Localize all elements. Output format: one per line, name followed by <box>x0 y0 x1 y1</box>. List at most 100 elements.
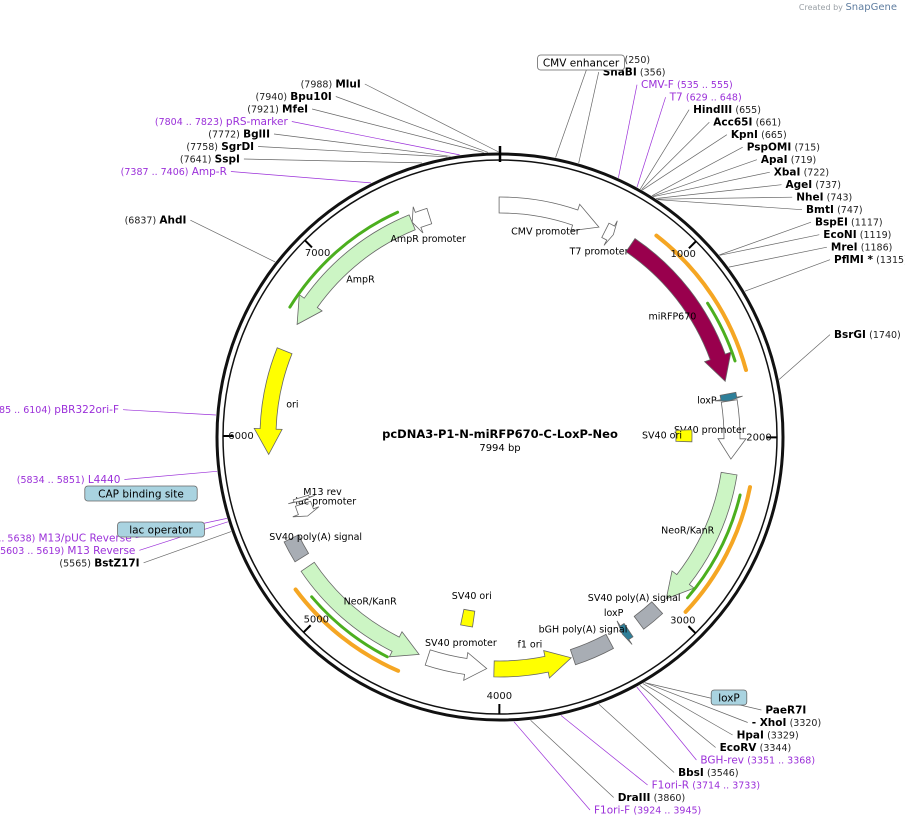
leader-line <box>258 146 448 158</box>
leader-line <box>639 685 716 748</box>
outer-arc-layer <box>288 210 752 673</box>
primer-site-label: (6085 .. 6104) pBR322ori-F <box>0 404 119 416</box>
enzyme-site-label: DraIII (3860) <box>618 792 685 804</box>
enzyme-name: SgrDI <box>221 141 254 153</box>
feature-t7-promoter <box>601 220 618 246</box>
primer-name: pBR322ori-F <box>54 404 119 416</box>
leader-line <box>657 199 803 211</box>
enzyme-site-label: (7641) SspI <box>180 154 240 166</box>
enzyme-site-label: XbaI (722) <box>774 167 829 179</box>
primer-name: T7 <box>669 92 683 104</box>
feature-label: loxP <box>697 396 717 407</box>
enzyme-site-label: BbsI (3546) <box>678 767 738 779</box>
enzyme-site-label: MreI (1186) <box>831 242 892 254</box>
feature-label: f1 ori <box>518 639 543 650</box>
enzyme-site-label: AgeI (737) <box>786 179 841 191</box>
feature-bgh-poly-a-signal <box>569 633 615 666</box>
tick-label: 4000 <box>487 691 512 702</box>
feature-label: AmpR <box>346 275 375 286</box>
enzyme-name: PflMI * <box>834 254 873 266</box>
leader-line <box>636 686 697 761</box>
feature-ampr-promoter <box>411 206 433 234</box>
primer-site-label: F1ori-R (3714 .. 3733) <box>652 780 761 792</box>
enzyme-name: - XhoI <box>752 717 787 729</box>
feature-sv40-promoter <box>717 399 747 460</box>
leader-line <box>230 171 371 184</box>
enzyme-site-label: (7772) BglII <box>208 129 270 141</box>
feature-neor-kanr <box>665 471 738 600</box>
enzyme-coord: (3329) <box>767 731 799 742</box>
leader-line <box>719 221 812 256</box>
boxed-label: CAP binding site <box>98 489 184 501</box>
enzyme-site-label: (6837) AhdI <box>125 215 187 227</box>
enzyme-name: AhdI <box>159 215 186 227</box>
enzyme-site-label: PspOMI (715) <box>747 142 820 154</box>
enzyme-name: EcoNI <box>823 229 856 241</box>
primer-site-label: T7 (629 .. 648) <box>669 92 742 104</box>
enzyme-coord: (665) <box>761 130 787 141</box>
primer-coord: (3924 .. 3945) <box>633 806 701 817</box>
enzyme-name: SspI <box>215 154 240 166</box>
boxed-label: CMV enhancer <box>543 58 620 70</box>
tick-mark <box>688 240 697 250</box>
tick-label: 1000 <box>670 249 695 260</box>
enzyme-coord: (356) <box>640 68 666 79</box>
primer-name: L4440 <box>88 474 121 486</box>
feature-label: CMV promoter <box>511 227 580 238</box>
boxed-label: lac operator <box>129 525 193 537</box>
enzyme-name: AgeI <box>786 179 813 191</box>
leader-line <box>578 72 600 164</box>
enzyme-site-label: (7940) Bpu10I <box>256 91 332 103</box>
enzyme-site-label: ApaI (719) <box>761 154 816 166</box>
feature-label: SV40 poly(A) signal <box>588 593 681 604</box>
enzyme-coord: (655) <box>735 105 761 116</box>
feature-loxp <box>616 620 634 645</box>
leader-line <box>555 59 591 158</box>
feature-loxp <box>714 391 743 402</box>
enzyme-site-label: KpnI (665) <box>731 129 787 141</box>
feature-ampr <box>296 214 416 326</box>
enzyme-name: EcoRV <box>720 742 758 754</box>
enzyme-coord: (715) <box>794 143 820 154</box>
primer-site-label: F1ori-F (3924 .. 3945) <box>594 805 701 817</box>
outer-arc-green <box>706 301 737 363</box>
feature-mirfp670 <box>625 238 732 383</box>
enzyme-coord: (7758) <box>186 142 218 153</box>
primer-name: F1ori-R <box>652 780 689 792</box>
tick-label: 5000 <box>304 615 329 626</box>
feature-label: SV40 ori <box>452 591 492 602</box>
outer-arc-green <box>310 595 389 659</box>
feature-label: bGH poly(A) signal <box>539 624 628 635</box>
enzyme-name: BstZ17I <box>94 557 139 569</box>
primer-site-label: CMV-F (535 .. 555) <box>641 79 733 91</box>
enzyme-name: NheI <box>796 192 823 204</box>
feature-label: loxP <box>604 608 624 619</box>
feature-sv40-poly-a-signal <box>283 534 310 563</box>
primer-coord: (535 .. 555) <box>677 80 733 91</box>
enzyme-site-label: HpaI (3329) <box>737 730 799 742</box>
enzyme-name: PaeR7I <box>765 705 806 717</box>
enzyme-site-label: EcoNI (1119) <box>823 229 891 241</box>
enzyme-coord: (5565) <box>59 558 91 569</box>
tick-label: 6000 <box>228 431 253 442</box>
feature-cmv-promoter <box>498 196 600 232</box>
enzyme-site-label: BspEI (1117) <box>815 217 883 229</box>
enzyme-coord: (250) <box>625 55 651 66</box>
primer-coord: (5616 .. 5638) <box>0 533 35 544</box>
leader-line <box>657 196 793 200</box>
primer-coord: (3351 .. 3368) <box>747 756 815 767</box>
leader-line <box>122 409 216 416</box>
boxed-label-frame <box>117 521 205 538</box>
feature-label: SV40 poly(A) signal <box>269 532 362 543</box>
leader-line <box>560 715 648 786</box>
leader-line <box>124 470 218 480</box>
leader-line <box>652 159 758 197</box>
primer-site-label: (5616 .. 5638) M13/pUC Reverse <box>0 532 132 544</box>
enzyme-coord: (7988) <box>301 80 333 91</box>
primer-site-label: BGH-rev (3351 .. 3368) <box>700 755 815 767</box>
feature-label: NeoR/KanR <box>344 597 397 608</box>
enzyme-coord: (1186) <box>861 243 893 254</box>
leader-line <box>364 83 499 153</box>
